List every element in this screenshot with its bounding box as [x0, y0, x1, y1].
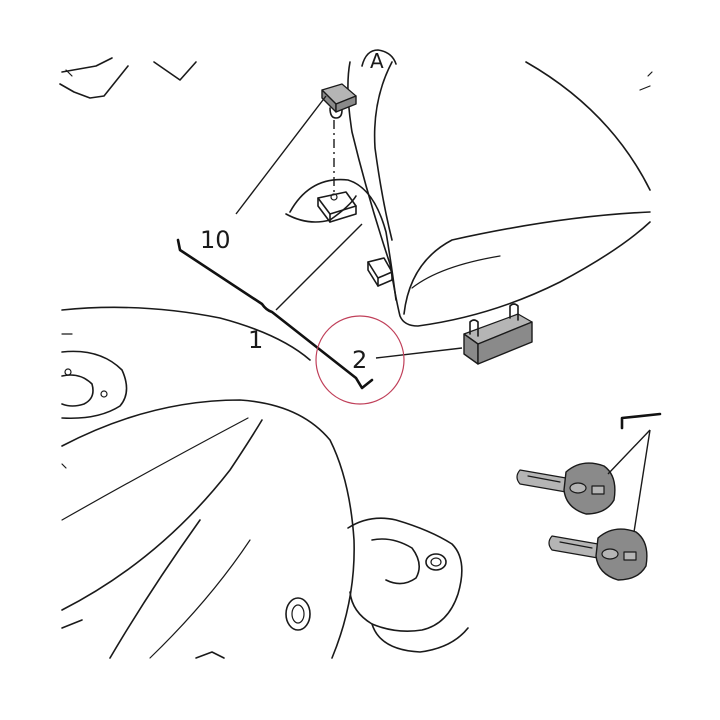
part-2-block	[463, 303, 533, 365]
callout-2: 2	[352, 346, 367, 374]
key-upper	[516, 462, 616, 515]
keyhole-boss	[285, 597, 311, 631]
fastener-hole	[330, 193, 338, 201]
tank-body	[61, 306, 469, 659]
assembly-bracket	[176, 238, 374, 390]
callout-1: 1	[248, 326, 263, 354]
bodywork-fragment-top-left	[59, 57, 197, 99]
view-marker-circle	[361, 49, 397, 67]
view-marker-a: A	[370, 49, 384, 73]
ignition-keys	[516, 462, 648, 581]
highlight-circle	[315, 315, 405, 405]
leader-part-10	[235, 95, 327, 215]
keys-bracket	[607, 412, 662, 533]
seat	[285, 49, 653, 327]
leader-part-2	[375, 347, 463, 359]
callout-10: 10	[200, 226, 231, 254]
leader-part-1	[275, 223, 363, 311]
part-10-pad	[321, 83, 357, 201]
key-lower	[548, 528, 648, 581]
